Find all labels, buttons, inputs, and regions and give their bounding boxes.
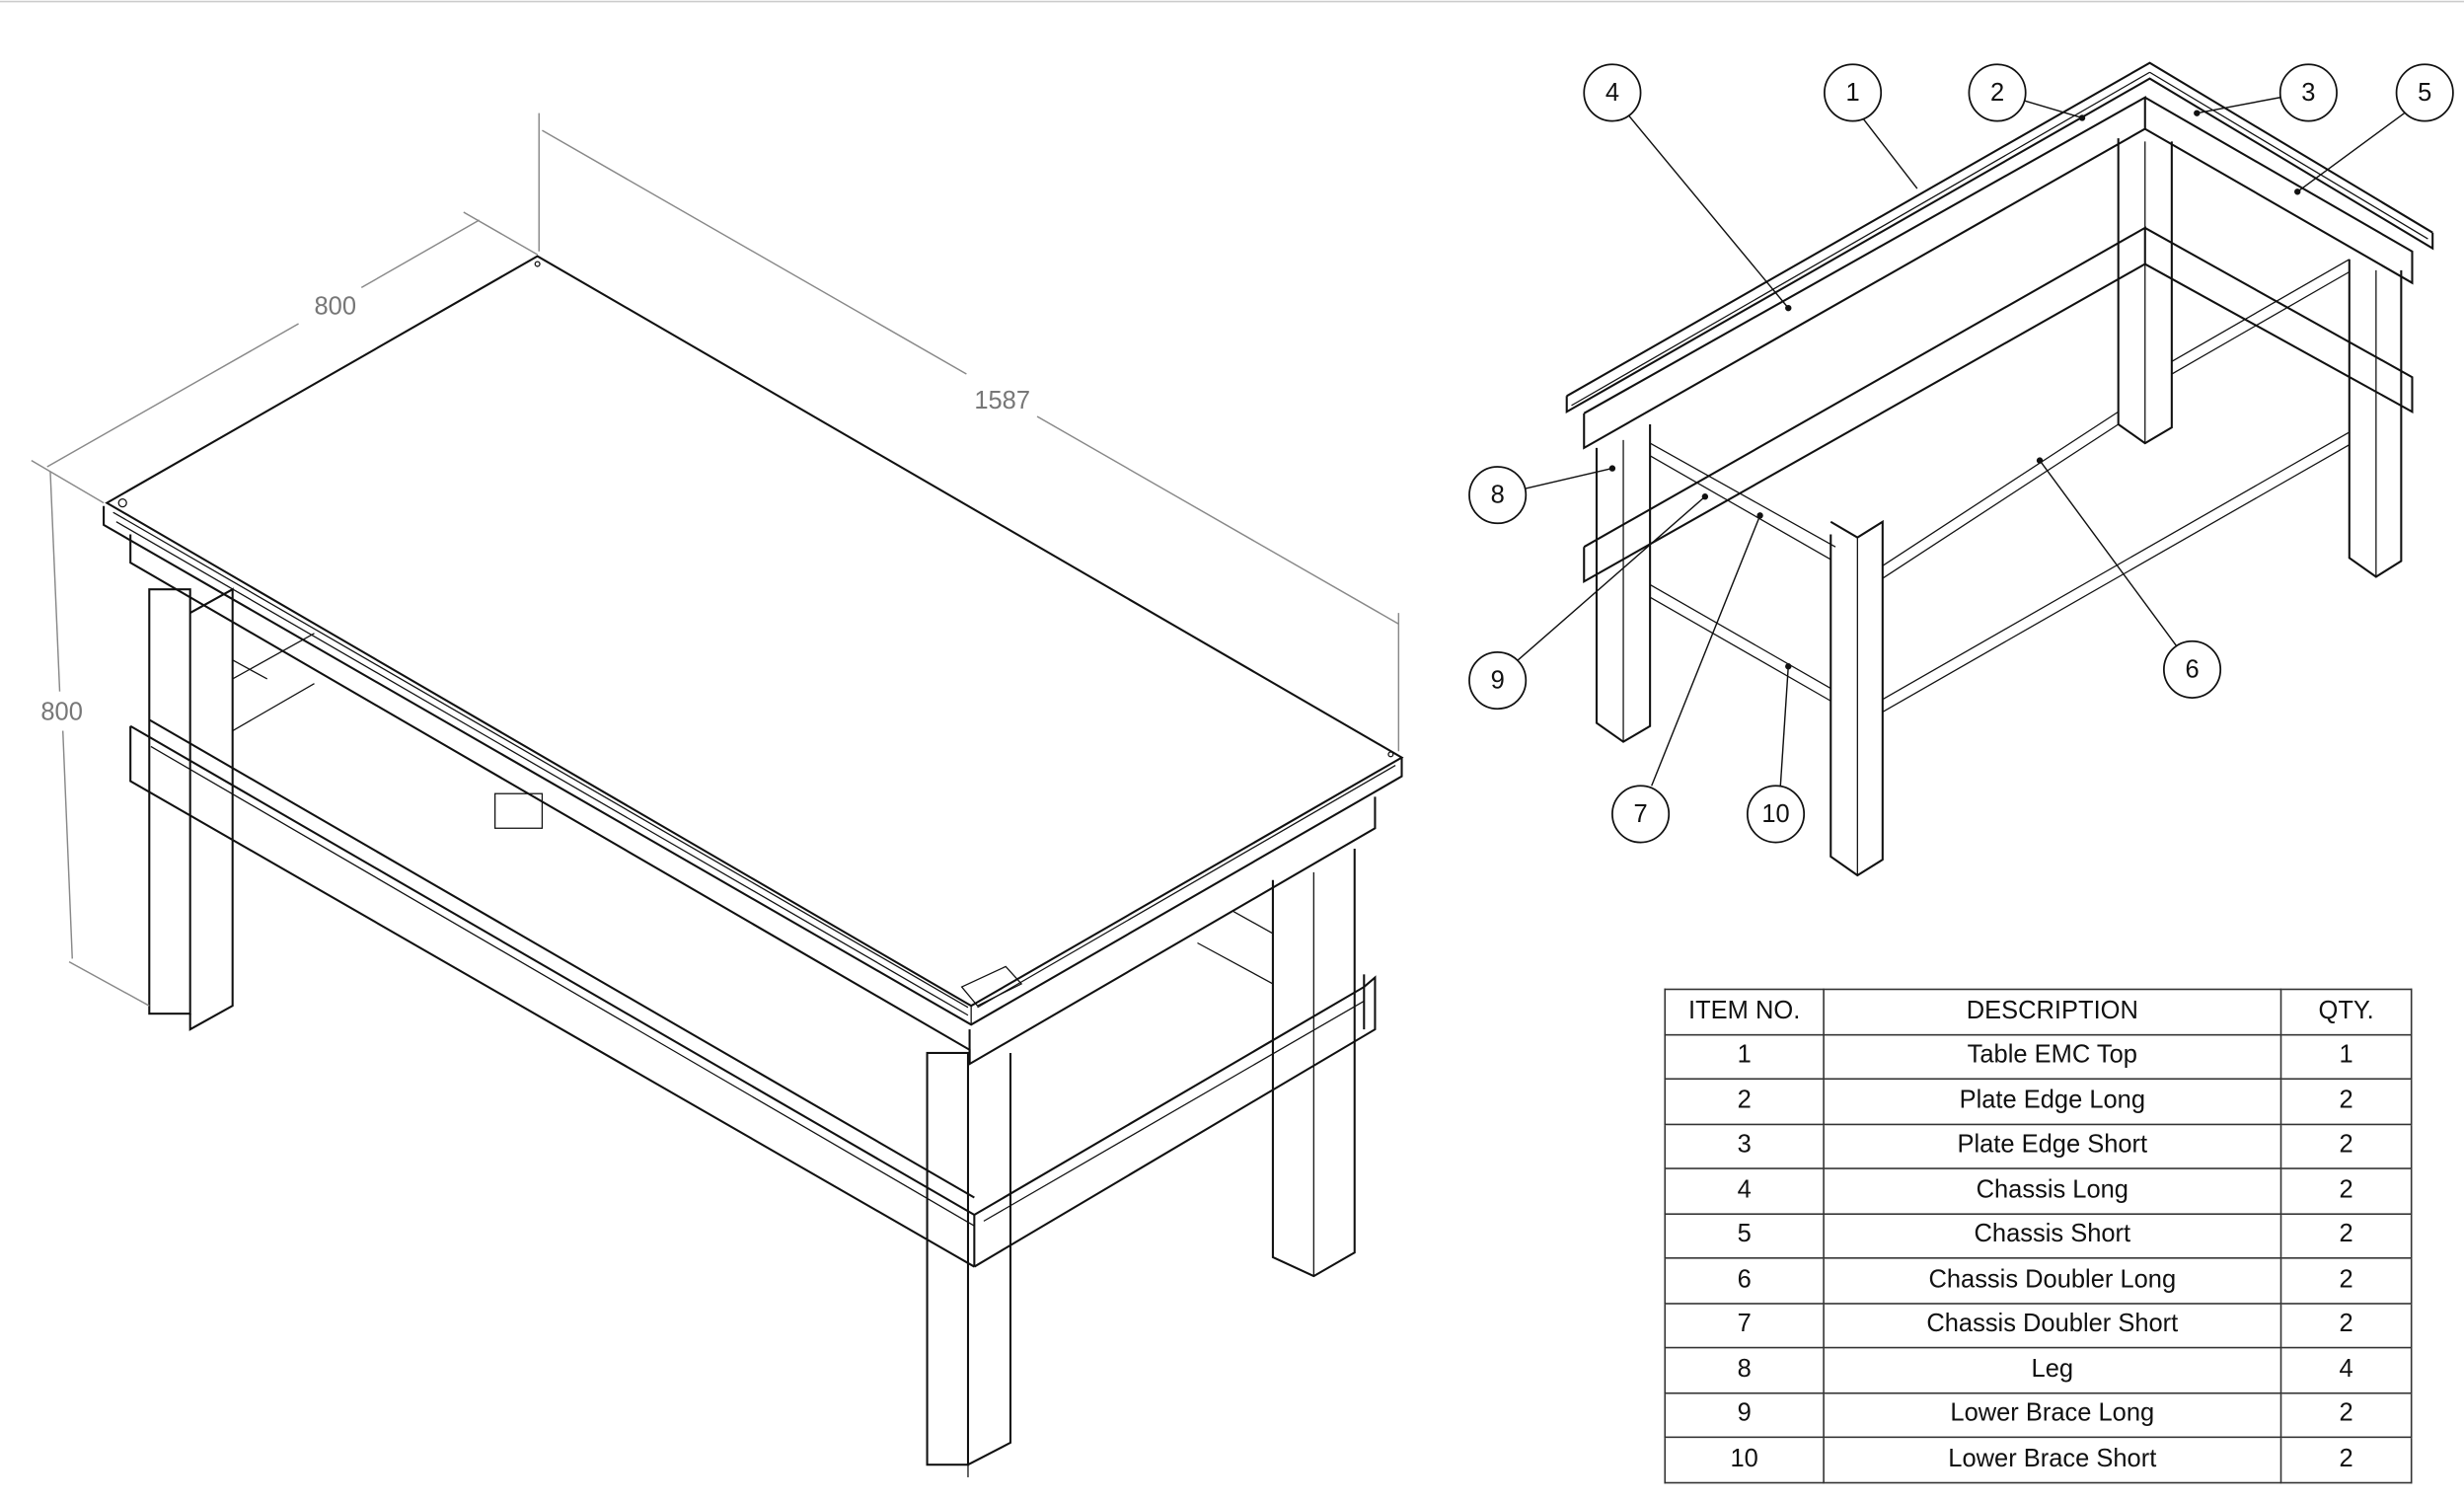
cell-item-no: 8: [1664, 1346, 1825, 1393]
balloon-4: 4: [1583, 63, 1642, 122]
table-header-row: ITEM NO. DESCRIPTION QTY.: [1664, 988, 2413, 1035]
exploded-view: 1 2 3 4 5 6 7 8 9 10: [1468, 61, 2454, 877]
svg-text:7: 7: [1633, 800, 1647, 828]
svg-text:3: 3: [2301, 79, 2315, 107]
cell-item-no: 3: [1664, 1122, 1825, 1169]
cell-description: Chassis Long: [1823, 1167, 2282, 1215]
cell-qty: 1: [2279, 1033, 2413, 1081]
svg-text:8: 8: [1491, 482, 1505, 509]
cell-item-no: 2: [1664, 1078, 1825, 1125]
svg-text:10: 10: [1761, 800, 1789, 828]
cell-item-no: 7: [1664, 1302, 1825, 1349]
cell-description: Plate Edge Long: [1823, 1078, 2282, 1125]
cell-qty: 2: [2279, 1257, 2413, 1304]
cell-qty: 2: [2279, 1122, 2413, 1169]
header-qty: QTY.: [2279, 988, 2413, 1035]
cell-qty: 2: [2279, 1302, 2413, 1349]
svg-text:5: 5: [2418, 79, 2431, 107]
balloon-8: 8: [1468, 466, 1528, 525]
balloon-2: 2: [1968, 63, 2027, 122]
balloon-10: 10: [1746, 785, 1806, 844]
svg-text:4: 4: [1605, 79, 1619, 107]
cell-item-no: 4: [1664, 1167, 1825, 1215]
dimension-height-label: 800: [40, 698, 83, 725]
cell-description: Lower Brace Short: [1823, 1436, 2282, 1483]
cell-qty: 2: [2279, 1391, 2413, 1439]
cell-description: Leg: [1823, 1346, 2282, 1393]
header-item-no: ITEM NO.: [1664, 988, 1825, 1035]
balloon-1: 1: [1824, 63, 1883, 122]
cell-description: Lower Brace Long: [1823, 1391, 2282, 1439]
balloon-3: 3: [2278, 63, 2338, 122]
cell-description: Plate Edge Short: [1823, 1122, 2282, 1169]
cell-qty: 2: [2279, 1078, 2413, 1125]
svg-text:9: 9: [1491, 667, 1505, 695]
cell-item-no: 9: [1664, 1391, 1825, 1439]
dimension-length-label: 1587: [974, 387, 1030, 414]
cell-item-no: 6: [1664, 1257, 1825, 1304]
cell-qty: 2: [2279, 1436, 2413, 1483]
dimension-height: 800: [40, 471, 150, 1007]
isometric-view: 800 1587 800: [31, 113, 1404, 1477]
balloon-7: 7: [1611, 785, 1671, 844]
cell-item-no: 5: [1664, 1212, 1825, 1259]
svg-text:6: 6: [2185, 655, 2199, 683]
dimension-width-label: 800: [315, 293, 357, 321]
balloon-6: 6: [2162, 639, 2222, 699]
header-description: DESCRIPTION: [1823, 988, 2282, 1035]
svg-text:1: 1: [1845, 79, 1859, 107]
dimension-width: 800: [31, 211, 538, 504]
dimension-length: 1587: [538, 113, 1400, 752]
cell-description: Chassis Doubler Long: [1823, 1257, 2282, 1304]
cell-qty: 2: [2279, 1212, 2413, 1259]
svg-text:2: 2: [1990, 79, 2004, 107]
balloon-9: 9: [1468, 651, 1528, 711]
cell-qty: 4: [2279, 1346, 2413, 1393]
cell-description: Table EMC Top: [1823, 1033, 2282, 1081]
cell-qty: 2: [2279, 1167, 2413, 1215]
cell-item-no: 10: [1664, 1436, 1825, 1483]
cell-item-no: 1: [1664, 1033, 1825, 1081]
cell-description: Chassis Short: [1823, 1212, 2282, 1259]
cell-description: Chassis Doubler Short: [1823, 1302, 2282, 1349]
balloon-5: 5: [2395, 63, 2454, 122]
